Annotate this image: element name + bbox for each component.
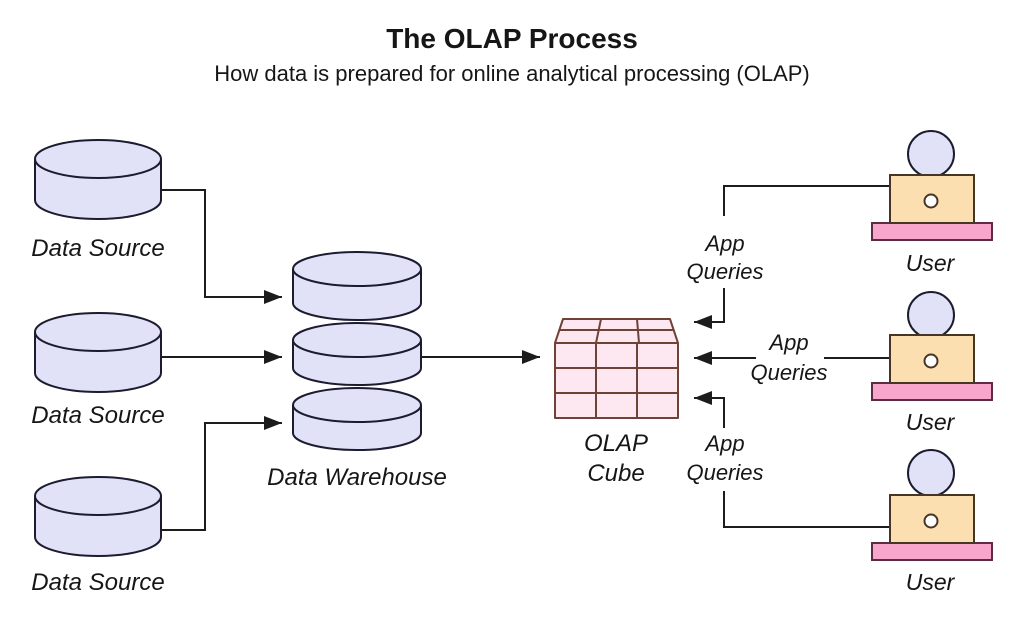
app-queries-line2: Queries xyxy=(686,259,763,284)
warehouse-stack-top-top xyxy=(292,251,422,287)
app-queries-line1: App xyxy=(703,431,744,456)
olap-cube-node: OLAP Cube xyxy=(554,318,679,487)
page-subtitle: How data is prepared for online analytic… xyxy=(214,61,810,86)
user-head-icon xyxy=(907,291,955,339)
data-source-node-3: Data Source xyxy=(31,476,165,596)
olap-cube-label-line1: OLAP xyxy=(584,430,648,457)
warehouse-stack-middle-top xyxy=(292,322,422,358)
database-cylinder-top xyxy=(34,312,162,352)
data-source-node-2: Data Source xyxy=(31,312,165,429)
user-node-3: User xyxy=(871,449,993,595)
warehouse-stack-bottom-top xyxy=(292,387,422,423)
arrow-user3-to-cube xyxy=(694,391,725,428)
page-title: The OLAP Process xyxy=(386,23,638,54)
user-head-icon xyxy=(907,449,955,497)
user-node-2: User xyxy=(871,291,993,435)
user-desk-icon xyxy=(871,542,993,561)
app-queries-line1: App xyxy=(767,330,808,355)
user-label: User xyxy=(906,250,956,276)
arrow-user3-to-cube-segment xyxy=(723,491,889,528)
laptop-logo-dot xyxy=(923,513,939,529)
database-cylinder-top xyxy=(34,139,162,179)
arrow-source1-to-warehouse xyxy=(161,189,282,304)
cube-front-gridlines xyxy=(555,343,678,418)
data-source-label: Data Source xyxy=(31,569,164,596)
cube-front-face xyxy=(554,342,679,419)
laptop-logo-dot xyxy=(923,353,939,369)
user-label: User xyxy=(906,569,956,595)
arrow-source3-to-warehouse xyxy=(161,416,282,531)
arrow-user1-to-cube-segment xyxy=(723,185,889,216)
laptop-logo-dot xyxy=(923,193,939,209)
olap-cube-label-line2: Cube xyxy=(587,460,644,487)
arrow-user1-to-cube xyxy=(694,288,725,329)
cube-top-gridlines xyxy=(559,318,674,344)
user-head-icon xyxy=(907,130,955,178)
app-queries-line2: Queries xyxy=(686,460,763,485)
data-source-label: Data Source xyxy=(31,402,164,429)
user-desk-icon xyxy=(871,382,993,401)
data-warehouse-node: Data Warehouse xyxy=(267,251,447,491)
user-label: User xyxy=(906,409,956,435)
data-source-label: Data Source xyxy=(31,235,164,262)
database-cylinder-top xyxy=(34,476,162,516)
user-desk-icon xyxy=(871,222,993,241)
data-source-node-1: Data Source xyxy=(31,139,165,262)
app-queries-label-2: App Queries xyxy=(750,330,827,385)
app-queries-line2: Queries xyxy=(750,360,827,385)
user-node-1: User xyxy=(871,130,993,276)
app-queries-label-3: App Queries xyxy=(686,431,763,485)
app-queries-label-1: App Queries xyxy=(686,231,763,284)
data-warehouse-label: Data Warehouse xyxy=(267,464,447,491)
app-queries-line1: App xyxy=(703,231,744,256)
